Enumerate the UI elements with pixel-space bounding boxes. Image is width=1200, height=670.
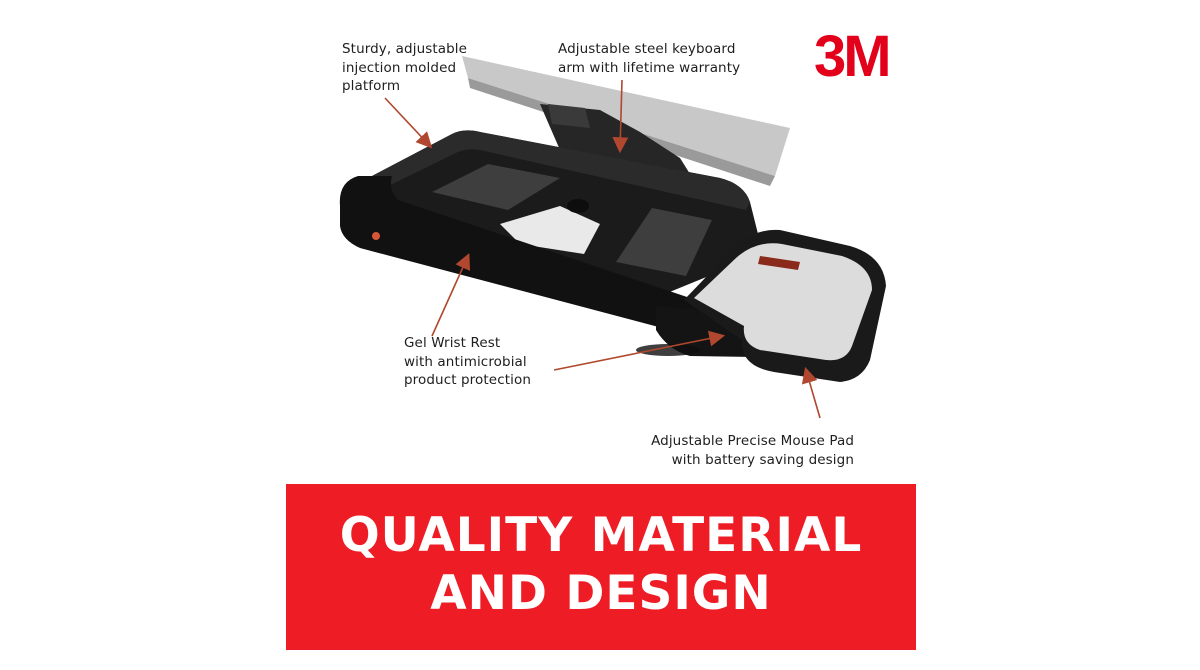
callout-arm-line: arm with lifetime warranty: [558, 59, 741, 76]
callout-gel-wrist-rest: Gel Wrist Rest with antimicrobial produc…: [404, 334, 531, 390]
arrow-platform: [384, 97, 433, 149]
grip-pad-right: [616, 208, 712, 276]
product-label: [500, 206, 600, 254]
callout-platform-line: Sturdy, adjustable: [342, 41, 468, 57]
callout-wrist-line: with antimicrobial: [404, 353, 527, 370]
callout-mouse-line: with battery saving design: [671, 451, 854, 468]
callout-wrist-line: Gel Wrist Rest: [404, 335, 501, 351]
steel-arm-rail: [462, 56, 790, 176]
gel-wrist-rest: [339, 176, 706, 330]
callout-arm-line: Adjustable steel keyboard: [558, 41, 736, 57]
3m-logo: 3M: [814, 24, 892, 89]
callout-keyboard-arm: Adjustable steel keyboard arm with lifet…: [558, 40, 740, 77]
keyboard-tray-illustration: [339, 56, 886, 382]
callout-wrist-line: product protection: [404, 372, 531, 388]
mouse-pad-surface: [694, 243, 872, 361]
arrow-mouse-pad: [801, 366, 821, 419]
callout-platform-line: injection molded: [342, 59, 457, 76]
indicator-dot: [372, 232, 380, 240]
banner-line-2: AND DESIGN: [430, 566, 772, 621]
callout-platform-line: platform: [342, 78, 401, 94]
callout-arrows: [384, 79, 821, 419]
banner-line-1: QUALITY MATERIAL: [339, 508, 863, 563]
callout-platform: Sturdy, adjustable injection molded plat…: [342, 40, 467, 96]
callout-mouse-pad: Adjustable Precise Mouse Pad with batter…: [651, 432, 854, 469]
arrow-keyboard-arm: [612, 79, 629, 154]
center-hole: [567, 199, 589, 213]
arrow-wrist-rest: [431, 253, 471, 337]
headline-banner: QUALITY MATERIAL AND DESIGN: [286, 484, 916, 650]
arrow-mouse-wrist-rest: [553, 330, 726, 371]
callout-mouse-line: Adjustable Precise Mouse Pad: [651, 433, 854, 449]
grip-pad-left: [432, 164, 560, 210]
